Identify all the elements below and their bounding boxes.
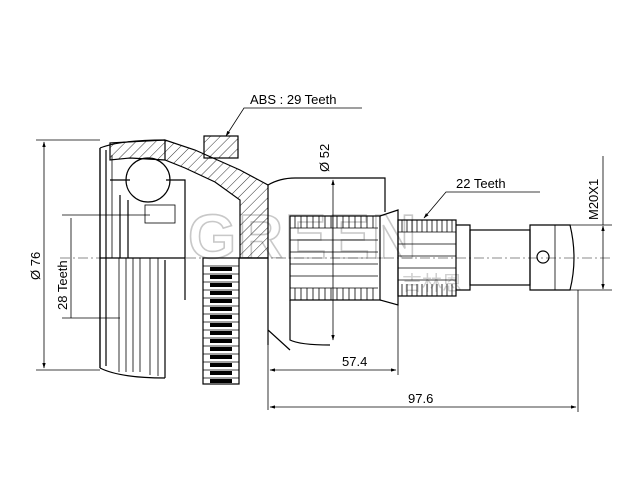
dim-thread: M20X1: [570, 156, 612, 291]
shaft-spline-22: [397, 219, 471, 297]
length-short-label: 57.4: [342, 354, 367, 369]
dim-abs: ABS : 29 Teeth: [225, 92, 362, 137]
dim-shaft-diameter: Ø 52: [317, 144, 335, 341]
dim-shaft-teeth: 22 Teeth: [423, 176, 540, 219]
cotter-hole: [536, 250, 550, 264]
watermark-brand: GREEN: [188, 203, 418, 272]
dim-outer-diameter: Ø 76: [28, 139, 100, 371]
housing-ridges: [100, 155, 165, 376]
watermark: GREEN 吉林恩: [187, 202, 462, 295]
threaded-end: [469, 224, 575, 291]
thread-label: M20X1: [586, 179, 601, 220]
dim-inner-teeth: 28 Teeth: [55, 214, 150, 319]
outer-housing: [99, 139, 269, 379]
shaft-diameter-label: Ø 52: [317, 144, 332, 172]
abs-label: ABS : 29 Teeth: [250, 92, 337, 107]
shaft-teeth-label: 22 Teeth: [456, 176, 506, 191]
ball: [125, 157, 171, 203]
stem: [239, 177, 386, 351]
length-total-label: 97.6: [408, 391, 433, 406]
outer-diameter-label: Ø 76: [28, 252, 43, 280]
abs-ring: [202, 135, 240, 385]
dim-length-short: 57.4: [267, 305, 399, 410]
inner-teeth-label: 28 Teeth: [55, 260, 70, 310]
dim-length-total: 97.6: [269, 290, 579, 412]
